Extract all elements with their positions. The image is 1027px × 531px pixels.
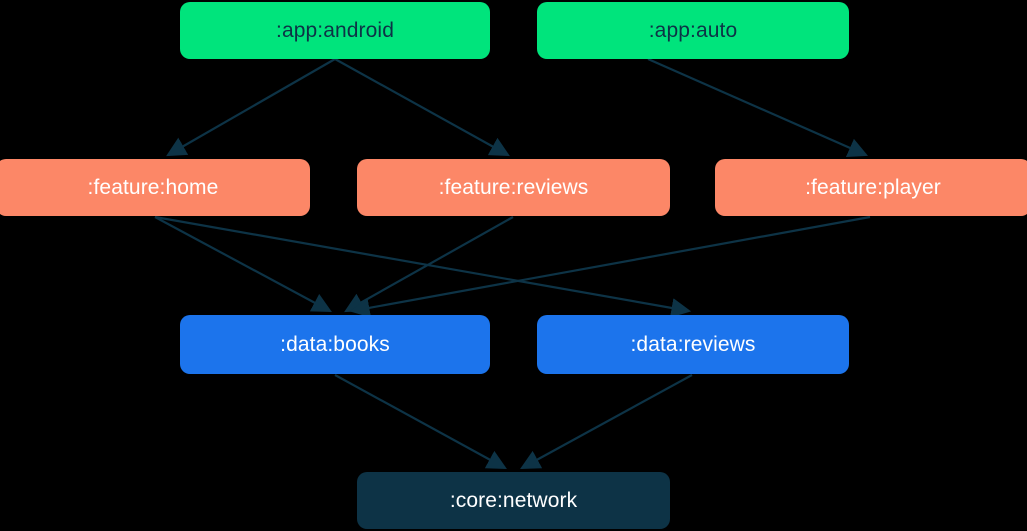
node-label: :feature:home [87, 175, 219, 199]
node-label: :app:android [276, 18, 394, 42]
graph-edges [154, 57, 871, 470]
graph-edge [154, 215, 692, 318]
graph-edge [520, 374, 693, 470]
graph-edge [154, 216, 332, 313]
graph-edge [647, 57, 869, 157]
graph-edge [334, 374, 507, 470]
graph-edge [334, 58, 510, 157]
node-label: :feature:reviews [438, 175, 589, 199]
node-label: :data:books [280, 332, 390, 356]
node-label: :feature:player [805, 175, 941, 199]
node-feature-home[interactable]: :feature:home [0, 159, 310, 216]
node-label: :app:auto [648, 18, 738, 42]
node-data-reviews[interactable]: :data:reviews [537, 315, 849, 374]
node-label: :core:network [449, 488, 578, 512]
node-feature-reviews[interactable]: :feature:reviews [357, 159, 670, 216]
node-app-android[interactable]: :app:android [180, 2, 490, 59]
graph-edge [349, 215, 871, 318]
node-feature-player[interactable]: :feature:player [715, 159, 1027, 216]
node-data-books[interactable]: :data:books [180, 315, 490, 374]
node-label: :data:reviews [630, 332, 756, 356]
node-core-network[interactable]: :core:network [357, 472, 670, 529]
node-app-auto[interactable]: :app:auto [537, 2, 849, 59]
graph-edge [344, 216, 514, 313]
graph-edge [166, 58, 336, 157]
